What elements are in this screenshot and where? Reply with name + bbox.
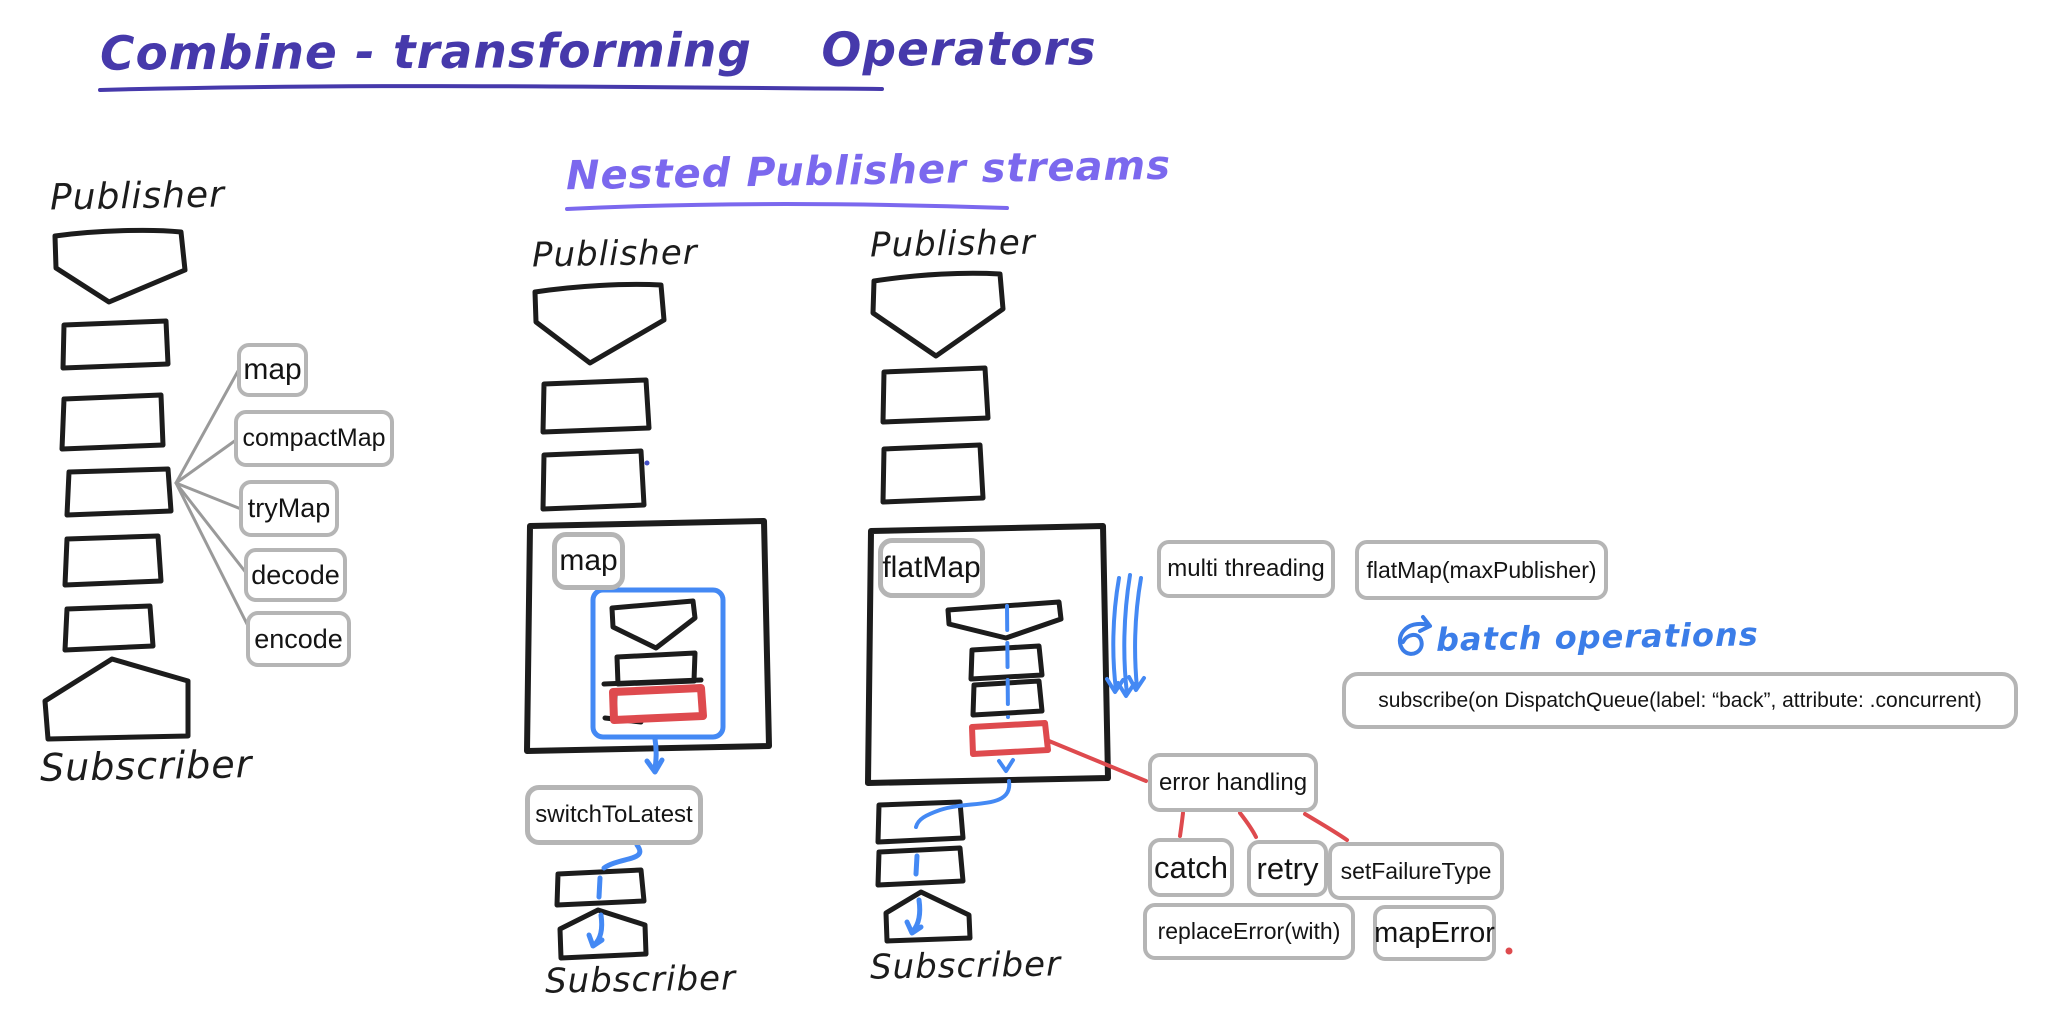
page-title: Combine - transforming Operators [99, 21, 1097, 82]
flow-tick [913, 853, 920, 877]
subscriber-label: Subscriber [544, 958, 737, 1002]
flow-curve [914, 779, 1012, 829]
value-box-shape [62, 603, 156, 653]
operator-box-switchtolatest: switchToLatest [525, 785, 703, 845]
operator-box-map: map [237, 343, 308, 397]
map-operator-outer-box [524, 518, 772, 754]
value-box-shape [62, 533, 164, 588]
subscriber-house-shape [42, 656, 191, 742]
red-connector-line [1047, 739, 1148, 783]
value-box-shape [540, 448, 647, 512]
operator-box-trymap: tryMap [239, 480, 339, 537]
operator-box-catch: catch [1148, 838, 1234, 897]
operator-box-compactmap: compactMap [234, 410, 394, 467]
down-arrow-icon [904, 897, 924, 936]
publisher-funnel-shape [52, 227, 188, 305]
publisher-funnel-shape [532, 281, 667, 366]
stray-red-dot [1505, 947, 1513, 955]
publisher-funnel-shape [870, 270, 1006, 359]
triple-down-arrow-icon [1127, 576, 1146, 692]
value-box-shape [60, 318, 171, 371]
value-box-shape [875, 799, 966, 845]
value-box-shape [554, 867, 647, 908]
red-connector-line [1303, 812, 1349, 842]
flatmap-stream-blue-arrows [904, 573, 1146, 936]
operator-box-decode: decode [244, 548, 347, 602]
value-box-shape [880, 365, 991, 425]
error-handling-connectors [1047, 739, 1349, 842]
value-box-shape [64, 466, 174, 518]
flatmap-operator-outer-box [865, 523, 1111, 786]
stray-ink-dot [644, 460, 650, 466]
down-arrowhead-icon [997, 758, 1015, 773]
publisher-label: Publisher [869, 222, 1037, 266]
operator-box-setfailuretype: setFailureType [1328, 842, 1504, 900]
basic-stream-drawing [42, 227, 191, 742]
nested-value-box-shape [970, 678, 1045, 718]
red-connector-line [1178, 811, 1185, 838]
subscriber-house-shape [557, 907, 649, 961]
highlighted-red-box [609, 684, 707, 724]
fan-line [174, 438, 238, 485]
triple-down-arrow-icon [1116, 573, 1136, 698]
nested-funnel-shape [609, 598, 698, 651]
publisher-label: Publisher [49, 174, 226, 219]
subscriber-house-shape [883, 889, 973, 944]
value-box-shape [875, 845, 966, 888]
subscriber-label: Subscriber [39, 742, 253, 790]
nested-publisher-blue-frame [590, 587, 726, 740]
nested-funnel-shape [945, 599, 1064, 641]
operator-fan-lines [174, 369, 252, 632]
fan-line [174, 369, 240, 485]
map-stream-blue-arrows [586, 736, 665, 949]
flow-dashed-line [1005, 604, 1010, 719]
down-arrow-icon [644, 736, 665, 775]
note-box-subscribe-code: subscribe(on DispatchQueue(label: “back”… [1342, 672, 2018, 729]
fan-line [174, 481, 252, 632]
note-box-multi-threading: multi threading [1157, 540, 1335, 598]
subscriber-label: Subscriber [869, 944, 1062, 988]
fan-line [174, 481, 243, 511]
operator-box-replaceerror-with: replaceError(with) [1143, 903, 1355, 960]
batch-operations-note: batch operations [1435, 615, 1760, 659]
batch-operations-curl-arrow-icon [1397, 615, 1432, 656]
error-handling-heading-box: error handling [1148, 753, 1318, 812]
operator-box-maperror: mapError [1373, 905, 1496, 961]
flow-curve [601, 842, 643, 871]
value-box-shape [880, 442, 986, 505]
flatmap-stream-drawing [865, 270, 1111, 944]
down-arrow-icon [586, 912, 605, 949]
operator-box-map-nested: map [552, 532, 625, 590]
publisher-label: Publisher [531, 232, 699, 276]
flow-tick [596, 875, 603, 900]
operator-box-retry: retry [1247, 840, 1328, 897]
title-underline [98, 84, 884, 92]
fan-line [174, 481, 249, 576]
value-box-shape [59, 392, 166, 452]
operator-box-flatmap-nested: flatMap [878, 538, 985, 598]
triple-down-arrow-icon [1105, 576, 1125, 694]
operator-box-encode: encode [246, 611, 351, 667]
value-box-shape [540, 377, 652, 435]
note-box-flatmap-maxpublisher: flatMap(maxPublisher) [1355, 540, 1608, 600]
stray-stroke [601, 677, 704, 687]
red-connector-line [1238, 811, 1258, 839]
map-stream-drawing [524, 281, 772, 961]
nested-value-box-shape [968, 643, 1045, 682]
highlighted-red-box [969, 720, 1051, 757]
nested-heading-underline [565, 202, 1009, 211]
